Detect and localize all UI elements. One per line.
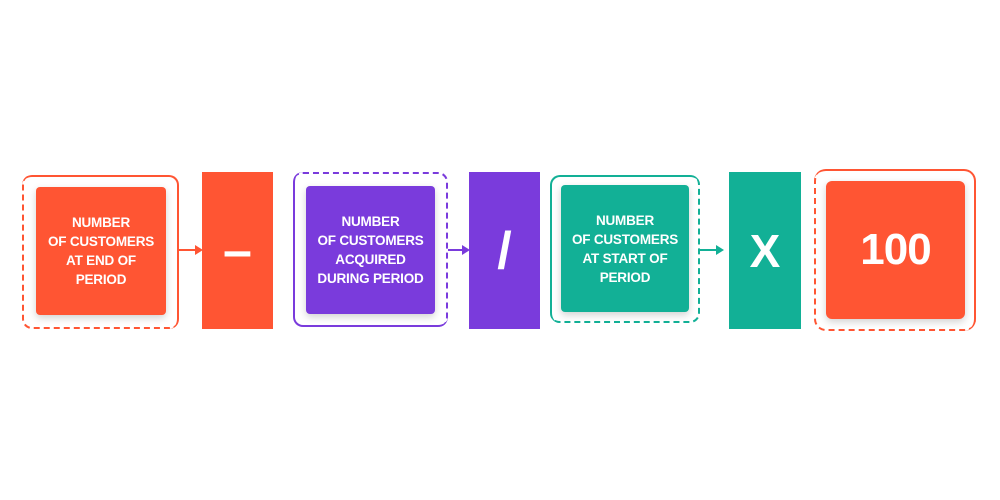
arrow-end-to-minus [179,249,197,251]
multiply-operator: X [729,172,801,329]
end-term-label: NUMBER OF CUSTOMERS AT END OF PERIOD [47,215,155,287]
arrow-head-start [716,245,724,255]
multiply-symbol: X [749,224,781,277]
arrow-acquired-to-divide [448,249,464,251]
minus-operator: – [202,172,273,329]
arrow-head-end [195,245,203,255]
acquired-term-box: NUMBER OF CUSTOMERS ACQUIRED DURING PERI… [306,186,435,314]
result-label: 100 [860,225,931,274]
start-term-box: NUMBER OF CUSTOMERS AT START OF PERIOD [561,185,689,312]
minus-symbol: – [223,221,252,280]
divide-operator: / [469,172,540,329]
arrow-start-to-multiply [700,249,718,251]
end-term-box: NUMBER OF CUSTOMERS AT END OF PERIOD [36,187,166,315]
divide-symbol: / [497,221,512,280]
start-term-label: NUMBER OF CUSTOMERS AT START OF PERIOD [571,212,679,285]
result-box: 100 [826,181,965,319]
acquired-term-label: NUMBER OF CUSTOMERS ACQUIRED DURING PERI… [317,214,424,286]
arrow-head-acquired [462,245,470,255]
